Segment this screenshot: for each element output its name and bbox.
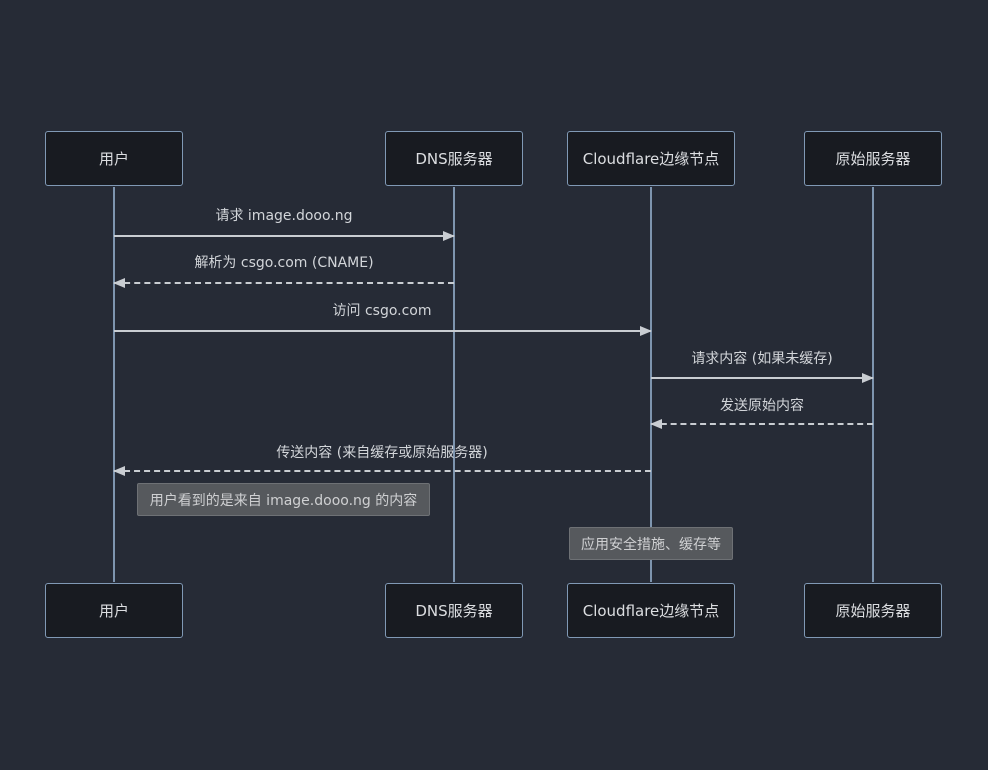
arrowhead-left-icon [650, 419, 662, 429]
actor-label: 原始服务器 [835, 150, 911, 168]
arrow-line [114, 470, 651, 472]
lifeline-origin [872, 187, 874, 582]
message-label-request-content: 请求内容 (如果未缓存) [691, 351, 833, 367]
arrowhead-left-icon [113, 278, 125, 288]
message-arrow-request-content [651, 373, 874, 383]
lifeline-user [113, 187, 115, 582]
message-label-cname-reply: 解析为 csgo.com (CNAME) [194, 255, 374, 271]
actor-label: 原始服务器 [835, 602, 911, 620]
arrow-line [114, 330, 651, 332]
arrowhead-right-icon [862, 373, 874, 383]
message-label-deliver-content: 传送内容 (来自缓存或原始服务器) [276, 445, 488, 461]
actor-user-bottom: 用户 [45, 583, 183, 638]
arrowhead-left-icon [113, 466, 125, 476]
actor-label: 用户 [98, 602, 129, 620]
arrow-line [114, 235, 454, 237]
actor-dns-top: DNS服务器 [385, 131, 523, 186]
message-arrow-send-origin-content [650, 419, 873, 429]
actor-cloudflare-top: Cloudflare边缘节点 [567, 131, 735, 186]
note-user-sees-content: 用户看到的是来自 image.dooo.ng 的内容 [137, 483, 430, 516]
message-label-visit-csgo: 访问 csgo.com [332, 303, 432, 319]
message-label-dns-request: 请求 image.dooo.ng [215, 208, 353, 224]
message-arrow-cname-reply [113, 278, 454, 288]
message-arrow-visit-csgo [114, 326, 652, 336]
message-arrow-deliver-content [113, 466, 651, 476]
actor-label: 用户 [98, 150, 129, 168]
actor-label: DNS服务器 [415, 602, 493, 620]
arrowhead-right-icon [443, 231, 455, 241]
actor-user-top: 用户 [45, 131, 183, 186]
actor-cloudflare-bottom: Cloudflare边缘节点 [567, 583, 735, 638]
arrow-line [651, 377, 873, 379]
note-cloudflare-security-cache: 应用安全措施、缓存等 [569, 527, 733, 560]
message-arrow-dns-request [114, 231, 455, 241]
actor-origin-top: 原始服务器 [804, 131, 942, 186]
actor-label: Cloudflare边缘节点 [582, 150, 720, 168]
actor-dns-bottom: DNS服务器 [385, 583, 523, 638]
arrowhead-right-icon [640, 326, 652, 336]
actor-origin-bottom: 原始服务器 [804, 583, 942, 638]
lifeline-cloudflare [650, 187, 652, 582]
lifeline-dns [453, 187, 455, 582]
arrow-line [651, 423, 873, 425]
arrow-line [114, 282, 454, 284]
actor-label: DNS服务器 [415, 150, 493, 168]
message-label-send-origin-content: 发送原始内容 [720, 398, 804, 414]
actor-label: Cloudflare边缘节点 [582, 602, 720, 620]
